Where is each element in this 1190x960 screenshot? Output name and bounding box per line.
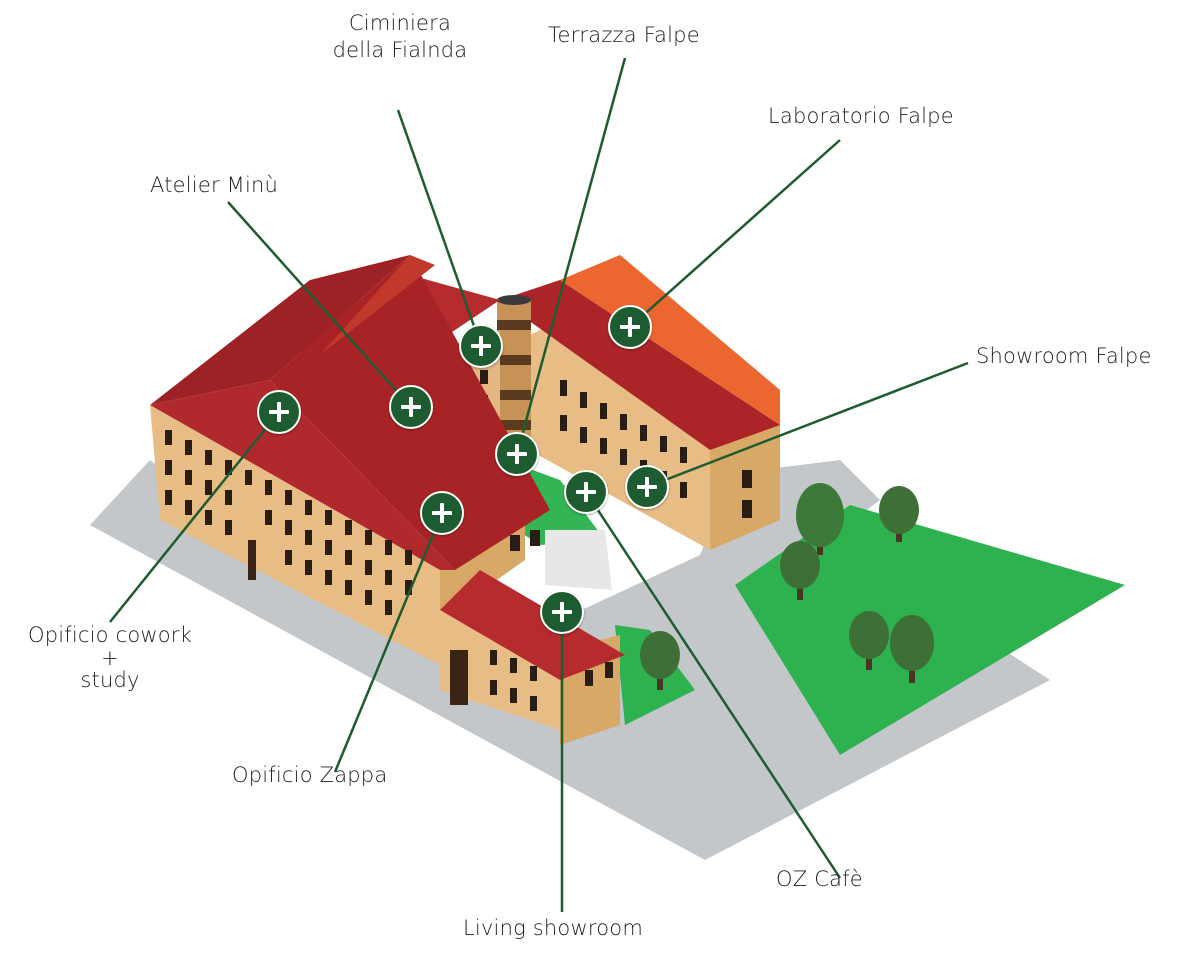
label-terrazza[interactable]: Terrazza Falpe (548, 22, 700, 49)
marker-cowork[interactable] (257, 390, 301, 434)
label-atelier[interactable]: Atelier Minù (150, 172, 278, 199)
label-ozcafe[interactable]: OZ Cafè (776, 866, 863, 893)
label-ciminiera[interactable]: Ciminiera della Fialnda (310, 10, 490, 64)
label-line: OZ Cafè (776, 867, 863, 891)
east-wing (500, 255, 780, 550)
marker-zappa[interactable] (420, 491, 464, 535)
south-annex (440, 570, 625, 745)
marker-laboratorio[interactable] (608, 305, 652, 349)
label-line: della Fialnda (332, 38, 468, 62)
marker-showroom[interactable] (625, 465, 669, 509)
label-line: Living showroom (463, 916, 643, 940)
leader-line-zappa (333, 512, 444, 773)
courtyard-paving (545, 530, 612, 590)
leader-line-terrazza (515, 57, 627, 455)
leader-line-laboratorio (629, 139, 841, 328)
label-line: Opificio cowork (27, 623, 193, 647)
leader-lines (109, 57, 969, 912)
label-line: Atelier Minù (150, 173, 279, 197)
label-line: study (80, 668, 140, 692)
label-line: Showroom Falpe (976, 344, 1152, 368)
leader-line-atelier (227, 201, 412, 408)
marker-ciminiera[interactable] (459, 324, 503, 368)
leader-line-cowork (109, 411, 280, 623)
marker-ozcafe[interactable] (564, 470, 608, 514)
label-line: + (101, 646, 119, 670)
leader-line-ciminiera (396, 109, 483, 347)
leader-line-showroom (646, 361, 969, 489)
label-line: Ciminiera (348, 11, 452, 35)
marker-terrazza[interactable] (495, 432, 539, 476)
marker-living[interactable] (540, 590, 584, 634)
label-living[interactable]: Living showroom (463, 915, 643, 942)
label-line: Terrazza Falpe (548, 23, 700, 47)
label-showroom[interactable]: Showroom Falpe (976, 343, 1152, 370)
trees (640, 483, 934, 690)
label-zappa[interactable]: Opificio Zappa (232, 762, 387, 789)
label-line: Opificio Zappa (232, 763, 388, 787)
label-cowork[interactable]: Opificio cowork + study (0, 622, 220, 694)
label-laboratorio[interactable]: Laboratorio Falpe (768, 103, 954, 130)
marker-atelier[interactable] (389, 385, 433, 429)
label-line: Laboratorio Falpe (768, 104, 954, 128)
leader-line-ozcafe (584, 491, 842, 879)
